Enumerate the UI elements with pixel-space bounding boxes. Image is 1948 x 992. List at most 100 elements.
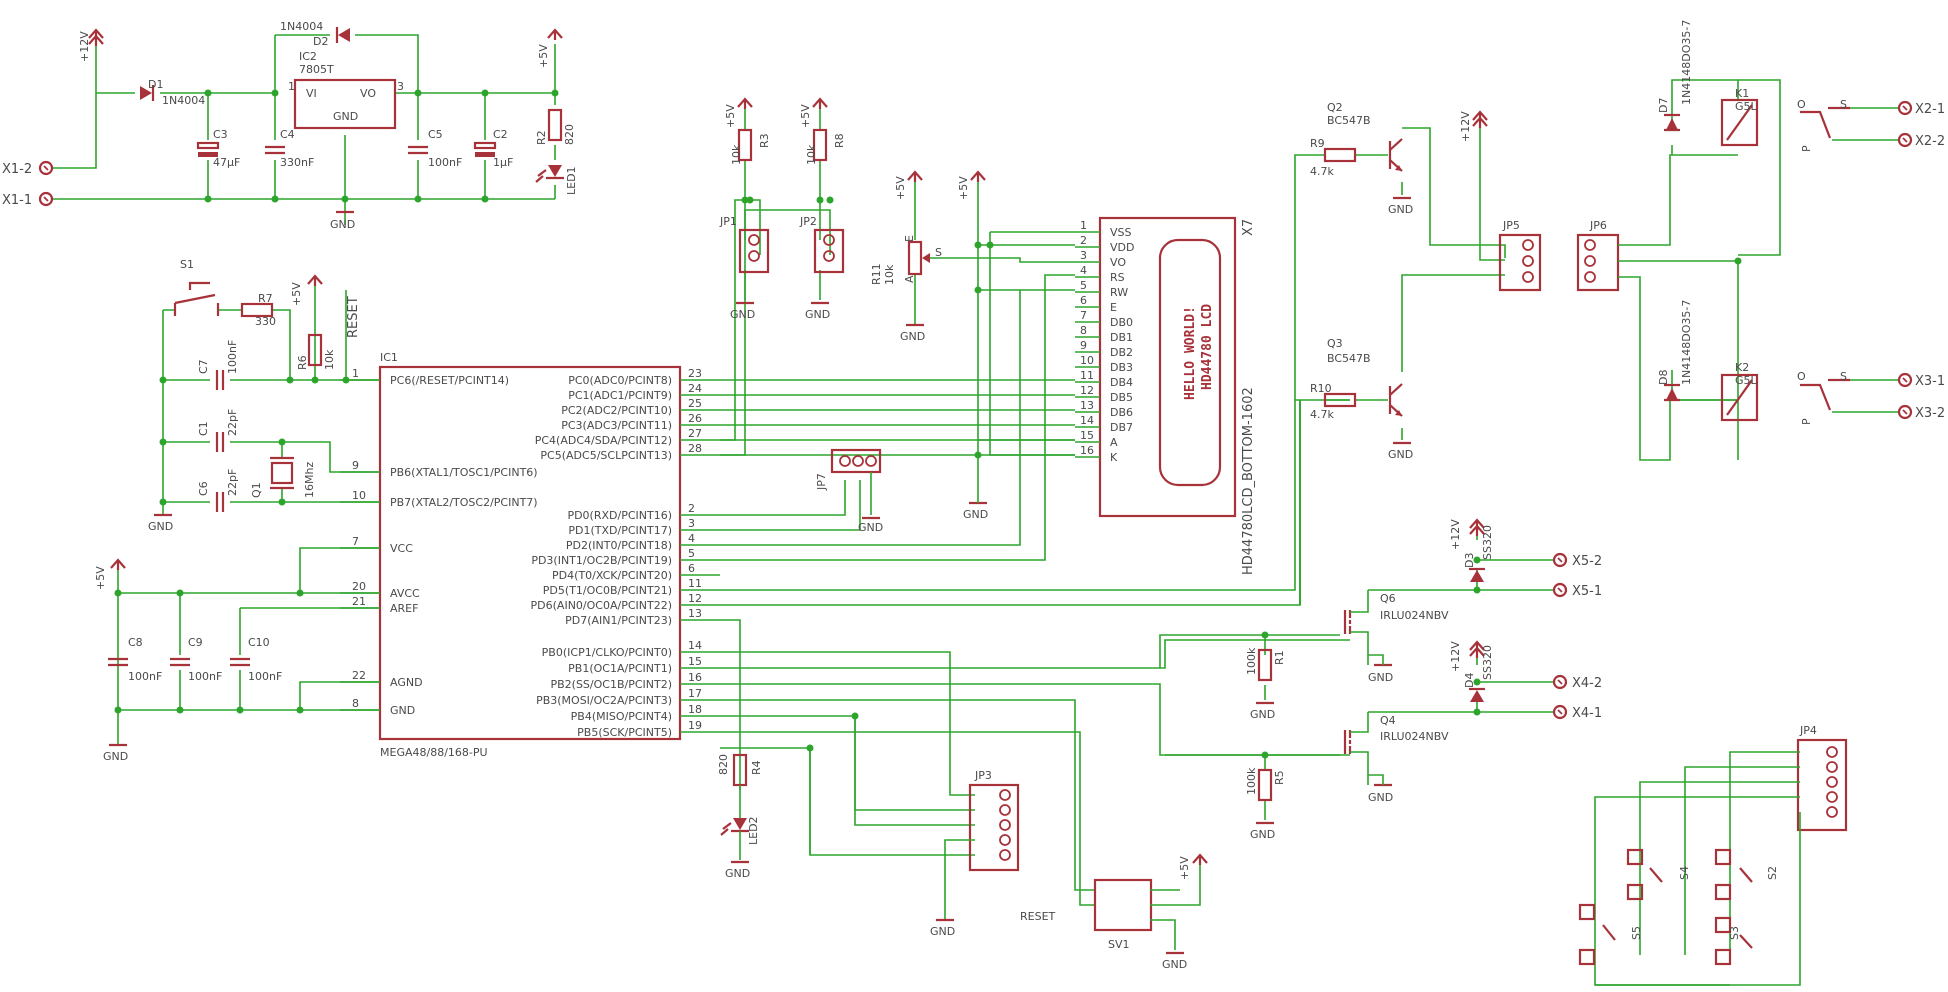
- label-r5-value: 100k: [1245, 767, 1258, 795]
- label-gnd-jp1: GND: [730, 308, 755, 321]
- relay-k2-coil: [1720, 373, 1759, 422]
- mcu-right-pin-number: 2: [688, 502, 695, 515]
- power-arrow-5v-led: [546, 28, 564, 42]
- switch-s2: [1714, 848, 1753, 901]
- label-jp2: JP2: [799, 215, 817, 228]
- mosfet-outputs: Q6 IRLU024NBV GND Q4 IRLU024NBV GND 100k…: [1159, 519, 1602, 841]
- crystal-q1: [270, 456, 294, 490]
- label-r4: R4: [750, 760, 763, 775]
- label-12v-relays: +12V: [1459, 111, 1472, 142]
- mcu-left-pin-name: GND: [390, 704, 415, 717]
- label-x7-part: HD44780LCD_BOTTOM-1602: [1241, 387, 1256, 575]
- label-s2: S2: [1766, 866, 1779, 880]
- label-ic2-pin1: 1: [288, 80, 295, 93]
- label-c1-value: 22pF: [226, 409, 239, 436]
- label-ic2-pin3: 3: [397, 80, 404, 93]
- mcu-right-pin-number: 4: [688, 532, 695, 545]
- lcd-pin-number: 9: [1080, 339, 1087, 352]
- connector-x1-2: [38, 160, 54, 176]
- label-k2-value: G5L: [1735, 374, 1758, 387]
- label-d7: D7: [1657, 98, 1670, 113]
- lcd-pin-number: 5: [1080, 279, 1087, 292]
- switch-s4: [1626, 848, 1663, 901]
- connector-x3-2: [1897, 404, 1913, 420]
- label-r10: R10: [1310, 382, 1332, 395]
- header-jp7: [830, 448, 882, 474]
- lcd-pin-number: 3: [1080, 249, 1087, 262]
- label-sv1-reset: RESET: [1020, 910, 1056, 923]
- label-x4-2: X4-2: [1572, 676, 1602, 691]
- label-ic1-part: MEGA48/88/168-PU: [380, 746, 488, 759]
- label-r8: R8: [833, 133, 846, 148]
- label-gnd-jp2: GND: [805, 308, 830, 321]
- label-gnd-lcd: GND: [963, 508, 988, 521]
- mcu-right-pin-name: PB2(SS/OC1B/PCINT2): [550, 678, 672, 691]
- mcu-right-pin-number: 16: [688, 671, 702, 684]
- lcd-pin-number: 13: [1080, 399, 1094, 412]
- label-c8-value: 100nF: [128, 670, 162, 683]
- headers-block: JP7 GND JP3 GND SV1 RESET +5V GND 820 R4…: [717, 448, 1209, 971]
- capacitor-c1: [215, 430, 225, 454]
- power-arrow-12v: [87, 28, 105, 48]
- mcu-right-pin-name: PD2(INT0/PCINT18): [566, 539, 672, 552]
- label-jp7: JP7: [815, 473, 828, 491]
- relay-drivers: R9 4.7k Q2 BC547B GND R10 4.7k Q3 BC547B…: [1294, 79, 1781, 605]
- capacitor-c7: [215, 368, 225, 392]
- label-s1: S1: [180, 258, 194, 271]
- label-r7: R7: [258, 292, 273, 305]
- mcu-left-pin-number: 7: [352, 535, 359, 548]
- lcd-pin-name: A: [1110, 436, 1118, 449]
- mcu-right-pin-name: PD5(T1/OC0B/PCINT21): [543, 584, 672, 597]
- mcu-left-pin-name: AGND: [390, 676, 423, 689]
- label-gnd-r1: GND: [1250, 708, 1275, 721]
- label-jp4: JP4: [1799, 724, 1817, 737]
- label-k2: K2: [1735, 361, 1749, 374]
- mcu-left-pin-number: 1: [352, 367, 359, 380]
- mcu-right-pin-number: 18: [688, 703, 702, 716]
- label-c10-value: 100nF: [248, 670, 282, 683]
- label-c2-value: 1µF: [493, 156, 513, 169]
- mcu-left-pin-number: 9: [352, 459, 359, 472]
- lcd-pin-name: DB1: [1110, 331, 1133, 344]
- mcu-right-pin-name: PC1(ADC1/PCINT9): [568, 389, 672, 402]
- capacitor-c9: [168, 657, 192, 667]
- lcd-pin-name: VDD: [1110, 241, 1134, 254]
- mcu-right-pin-name: PC4(ADC4/SDA/PCINT12): [535, 434, 672, 447]
- header-jp3: [968, 783, 1020, 872]
- label-pot-s: S: [935, 246, 942, 259]
- label-c6: C6: [197, 481, 210, 496]
- lcd-x7: HELLO WORLD! HD44780 LCD X7 HD44780LCD_B…: [1075, 216, 1256, 575]
- label-r9: R9: [1310, 137, 1325, 150]
- label-d3-value: SS320: [1481, 525, 1494, 560]
- mcu-right-pin-number: 14: [688, 639, 702, 652]
- label-x2-1: X2-1: [1915, 102, 1945, 117]
- mcu-right-pin-number: 3: [688, 517, 695, 530]
- mcu-left-pin-number: 10: [352, 489, 366, 502]
- mcu-right-pin-name: PC3(ADC3/PCINT11): [561, 419, 672, 432]
- label-gnd-q6: GND: [1368, 671, 1393, 684]
- lcd-pin-number: 4: [1080, 264, 1087, 277]
- lcd-pin-name: RW: [1110, 286, 1128, 299]
- label-k1-o: O: [1797, 98, 1806, 111]
- label-k2-o: O: [1797, 370, 1806, 383]
- label-r6-value: 10k: [323, 349, 336, 370]
- capacitor-c10: [228, 657, 252, 667]
- mcu-right-pin-name: PC0(ADC0/PCINT8): [568, 374, 672, 387]
- label-12v-d3: +12V: [1449, 519, 1462, 550]
- mcu-right-pin-number: 12: [688, 592, 702, 605]
- potentiometer-r11: +5V R11 10k S A E GND: [870, 170, 1075, 343]
- switch-s1: [173, 281, 220, 316]
- label-gnd-jp7: GND: [858, 521, 883, 534]
- relay-k2-contact: [1800, 378, 1850, 411]
- connector-x1-1: [38, 191, 54, 207]
- mcu-right-pin-name: PD4(T0/XCK/PCINT20): [552, 569, 672, 582]
- label-q2-value: BC547B: [1327, 114, 1371, 127]
- mcu-right-pin-name: PD6(AIN0/OC0A/PCINT22): [531, 599, 672, 612]
- label-x5-2: X5-2: [1572, 554, 1602, 569]
- label-d8-value: 1N4148DO35-7: [1680, 300, 1693, 385]
- connector-x4-2: [1552, 674, 1568, 690]
- label-q2: Q2: [1327, 101, 1343, 114]
- power-arrow-5v-avcc: [109, 558, 127, 572]
- transistor-q3: [1388, 382, 1404, 418]
- label-q1-value: 16Mhz: [303, 462, 316, 498]
